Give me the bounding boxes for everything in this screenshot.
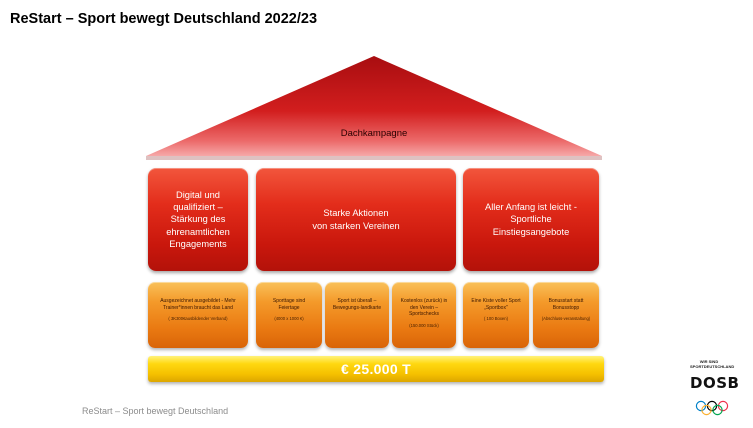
slide-title: ReStart – Sport bewegt Deutschland 2022/… bbox=[10, 11, 318, 27]
roof-label: Dachkampagne bbox=[340, 128, 408, 139]
roof-triangle bbox=[146, 56, 602, 163]
budget-base: € 25.000 T bbox=[148, 356, 604, 382]
block-sub: (4000 x 1000 €) bbox=[274, 316, 304, 321]
logo-wordmark: DOSB bbox=[690, 374, 740, 392]
block-sportbox: Eine Kiste voller Sport „Sportbox" ( 100… bbox=[463, 282, 529, 348]
block-sub: ( 3K300€ausbildender Verband) bbox=[168, 316, 228, 321]
budget-label: € 25.000 T bbox=[341, 361, 411, 377]
block-sub: (Abschluss-veranstaltung) bbox=[541, 316, 591, 321]
pillar-digital: Digital und qualifiziert – Stärkung des … bbox=[148, 168, 248, 271]
block-sporttage: Sporttage sind Feiertage (4000 x 1000 €) bbox=[256, 282, 322, 348]
block-sub: (150.000 Stück) bbox=[409, 322, 439, 328]
olympic-rings-icon bbox=[695, 400, 729, 416]
block-bonusstart: Bonusstart statt Bonusstopp (Abschluss-v… bbox=[533, 282, 599, 348]
block-label: Sporttage sind Feiertage bbox=[272, 298, 306, 311]
pillar-label: Aller Anfang ist leicht - Sportliche Ein… bbox=[485, 202, 577, 237]
block-trainer: Ausgezeichnet ausgebildet - Mehr Trainer… bbox=[148, 282, 248, 348]
footer-text: ReStart – Sport bewegt Deutschland bbox=[82, 406, 229, 416]
block-label: Bonusstart statt Bonusstopp bbox=[548, 298, 584, 311]
pillar-einstieg: Aller Anfang ist leicht - Sportliche Ein… bbox=[463, 168, 599, 271]
pillar-label: Starke Aktionen von starken Vereinen bbox=[312, 208, 400, 231]
dosb-logo: WIR SIND SPORTDEUTSCHLAND DOSB bbox=[690, 359, 746, 420]
block-label: Kostenlos (zurück) in den Verein – Sport… bbox=[400, 298, 448, 317]
block-sportschecks: Kostenlos (zurück) in den Verein – Sport… bbox=[392, 282, 456, 348]
block-landkarte: Sport ist überall – Bewegungs-landkarte bbox=[325, 282, 389, 348]
logo-tagline: WIR SIND SPORTDEUTSCHLAND bbox=[690, 359, 735, 369]
block-label: Eine Kiste voller Sport „Sportbox" bbox=[471, 298, 521, 311]
block-sub: ( 100 Boxen) bbox=[484, 316, 508, 321]
pillar-label: Digital und qualifiziert – Stärkung des … bbox=[166, 189, 230, 249]
block-label: Sport ist überall – Bewegungs-landkarte bbox=[332, 298, 382, 311]
pillar-aktionen: Starke Aktionen von starken Vereinen bbox=[256, 168, 456, 271]
block-label: Ausgezeichnet ausgebildet - Mehr Trainer… bbox=[160, 298, 236, 311]
